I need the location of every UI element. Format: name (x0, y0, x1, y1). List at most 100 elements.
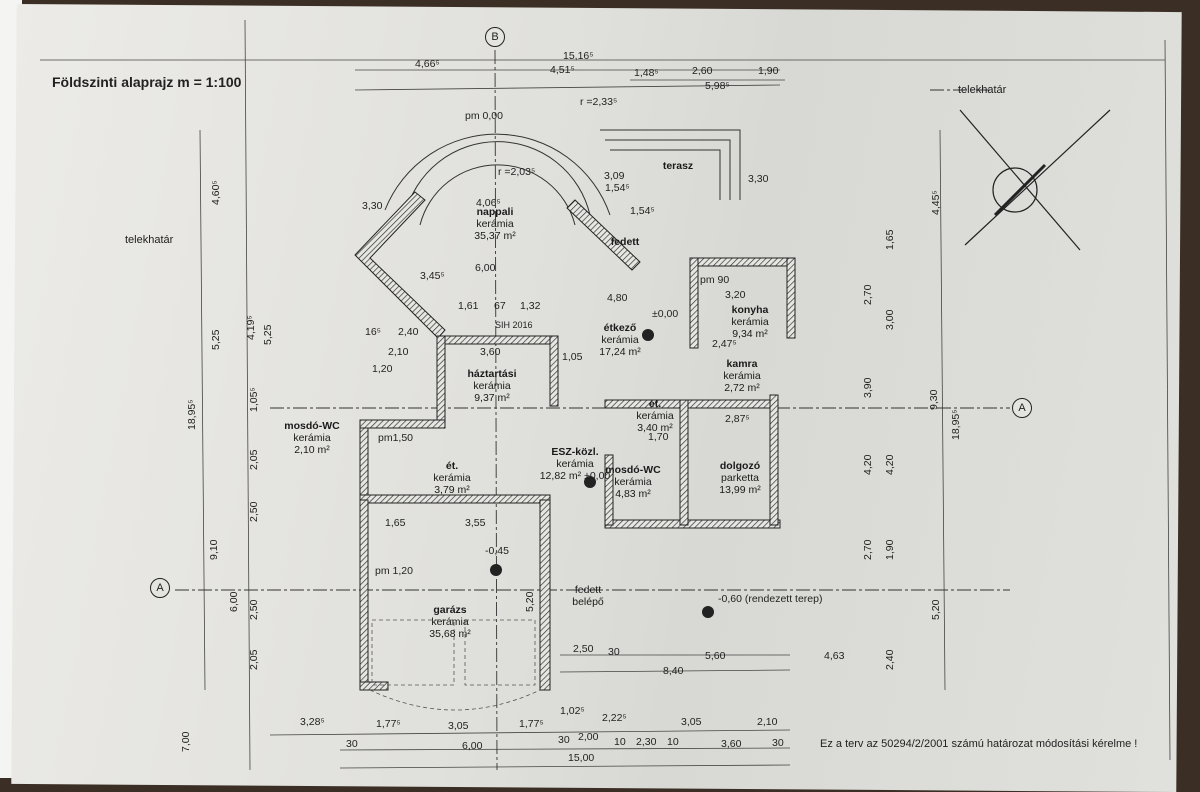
dim-inner: 2,10 (388, 346, 409, 358)
dim-left: 4,19⁵ (245, 315, 257, 340)
dim-left: 2,05 (248, 449, 260, 470)
dim-inner: 1,61 (458, 300, 479, 312)
frame-lines (40, 19, 1171, 771)
dim-bottom: 2,50 (573, 643, 594, 655)
dim-bottom: 3,05 (448, 720, 469, 732)
dim-right: 1,90 (884, 539, 896, 560)
radius-inner: r =2,03⁵ (498, 166, 536, 178)
dim-top: 4,66⁵ (415, 58, 440, 70)
dim-right: 18,95⁵ (950, 409, 962, 440)
dim-bottom: 1,77⁵ (519, 718, 544, 730)
dim-right: 4,20 (862, 454, 874, 475)
dim-top: 1,48⁵ (634, 67, 659, 79)
dim-bottom: 3,60 (721, 738, 742, 750)
pm-90: pm 90 (700, 274, 730, 286)
dim-bottom: 2,22⁵ (602, 712, 627, 724)
dim-right: 4,45⁵ (930, 190, 942, 215)
dim-inner: 4,80 (607, 292, 628, 304)
dim-bottom: 30 (558, 734, 570, 746)
room-terasz: terasz (662, 160, 694, 172)
dim-bottom: 10 (614, 736, 626, 748)
dim-inner: 16⁵ (365, 326, 382, 338)
axis-marker-a-right: A (1012, 398, 1032, 418)
dim-left: 2,50 (248, 599, 260, 620)
dim-bottom: 30 (346, 738, 358, 750)
dim-top: 3,09 (604, 170, 625, 182)
dim-bottom: 5,60 (705, 650, 726, 662)
dim-bottom: 15,00 (568, 752, 595, 764)
dim-inner: 3,60 (480, 346, 501, 358)
level-terrain: -0,60 (rendezett terep) (718, 593, 823, 605)
dim-top: 3,30 (748, 173, 769, 185)
dim-top: 1,54⁵ (630, 205, 655, 217)
dim-bottom: 30 (608, 646, 620, 658)
property-line-label-right: telekhatár (958, 84, 1007, 96)
dim-right: 3,00 (884, 309, 896, 330)
property-line-label-left: telekhatár (125, 234, 174, 246)
level-markers (490, 329, 714, 618)
dim-inner: 6,00 (475, 262, 496, 274)
dim-inner: 67 (494, 300, 506, 312)
dim-bottom: 4,63 (824, 650, 845, 662)
pm-0: pm 0,00 (465, 110, 503, 122)
dim-bottom: 1,02⁵ (560, 705, 585, 717)
dim-inner: 4,20 (884, 454, 896, 475)
dim-right: 9,30 (928, 389, 940, 410)
dim-bottom: 7,00 (180, 731, 192, 752)
dim-left: 2,50 (248, 501, 260, 522)
dim-inner: 1,70 (648, 431, 669, 443)
dim-right: 2,70 (862, 284, 874, 305)
room-fedett: fedett (610, 236, 640, 248)
dim-bottom: 8,40 (663, 665, 684, 677)
axis-marker-a-left: A (150, 578, 170, 598)
garage-doors (369, 619, 541, 711)
dim-inner: 5,20 (524, 591, 536, 612)
pm-120: pm 1,20 (375, 565, 413, 577)
pm-150: pm1,50 (378, 432, 414, 444)
dim-right: 2,70 (862, 539, 874, 560)
dim-bottom: 10 (667, 736, 679, 748)
dim-inner: 1,05 (562, 351, 583, 363)
dim-inner: 3,45⁵ (420, 270, 445, 282)
dim-inner: 3,55 (465, 517, 486, 529)
dim-left: 2,05 (248, 649, 260, 670)
dim-bottom: 2,00 (578, 731, 599, 743)
chimney-label: SIH 2016 (495, 320, 533, 330)
dim-left: 1,05⁵ (248, 387, 260, 412)
dim-right: 5,20 (930, 599, 942, 620)
dim-top: 5,98⁵ (705, 80, 730, 92)
dim-top: 1,54⁵ (605, 182, 630, 194)
dim-left: 9,10 (208, 539, 220, 560)
dim-inner: 2,47⁵ (712, 338, 737, 350)
dim-top: 1,90 (758, 65, 779, 77)
dim-top: 4,06⁵ (476, 197, 501, 209)
dim-left: 18,95⁵ (186, 399, 198, 430)
dim-left: 6,00 (228, 591, 240, 612)
stair-arcs (384, 129, 741, 226)
dim-left: 5,25 (210, 329, 222, 350)
dim-inner: 1,32 (520, 300, 541, 312)
dim-left: 5,25 (262, 324, 274, 345)
dim-top: 3,30 (362, 200, 383, 212)
dim-bottom: 1,77⁵ (376, 718, 401, 730)
dim-bottom: 3,28⁵ (300, 716, 325, 728)
dim-right: 2,40 (884, 649, 896, 670)
level-garage: -0,45 (485, 545, 509, 557)
dim-bottom: 6,00 (462, 740, 483, 752)
dim-bottom: 3,05 (681, 716, 702, 728)
level-dining: ±0,00 (652, 308, 679, 320)
dim-inner: 2,87⁵ (725, 413, 750, 425)
plan-title: Földszinti alaprajz m = 1:100 (52, 74, 242, 90)
